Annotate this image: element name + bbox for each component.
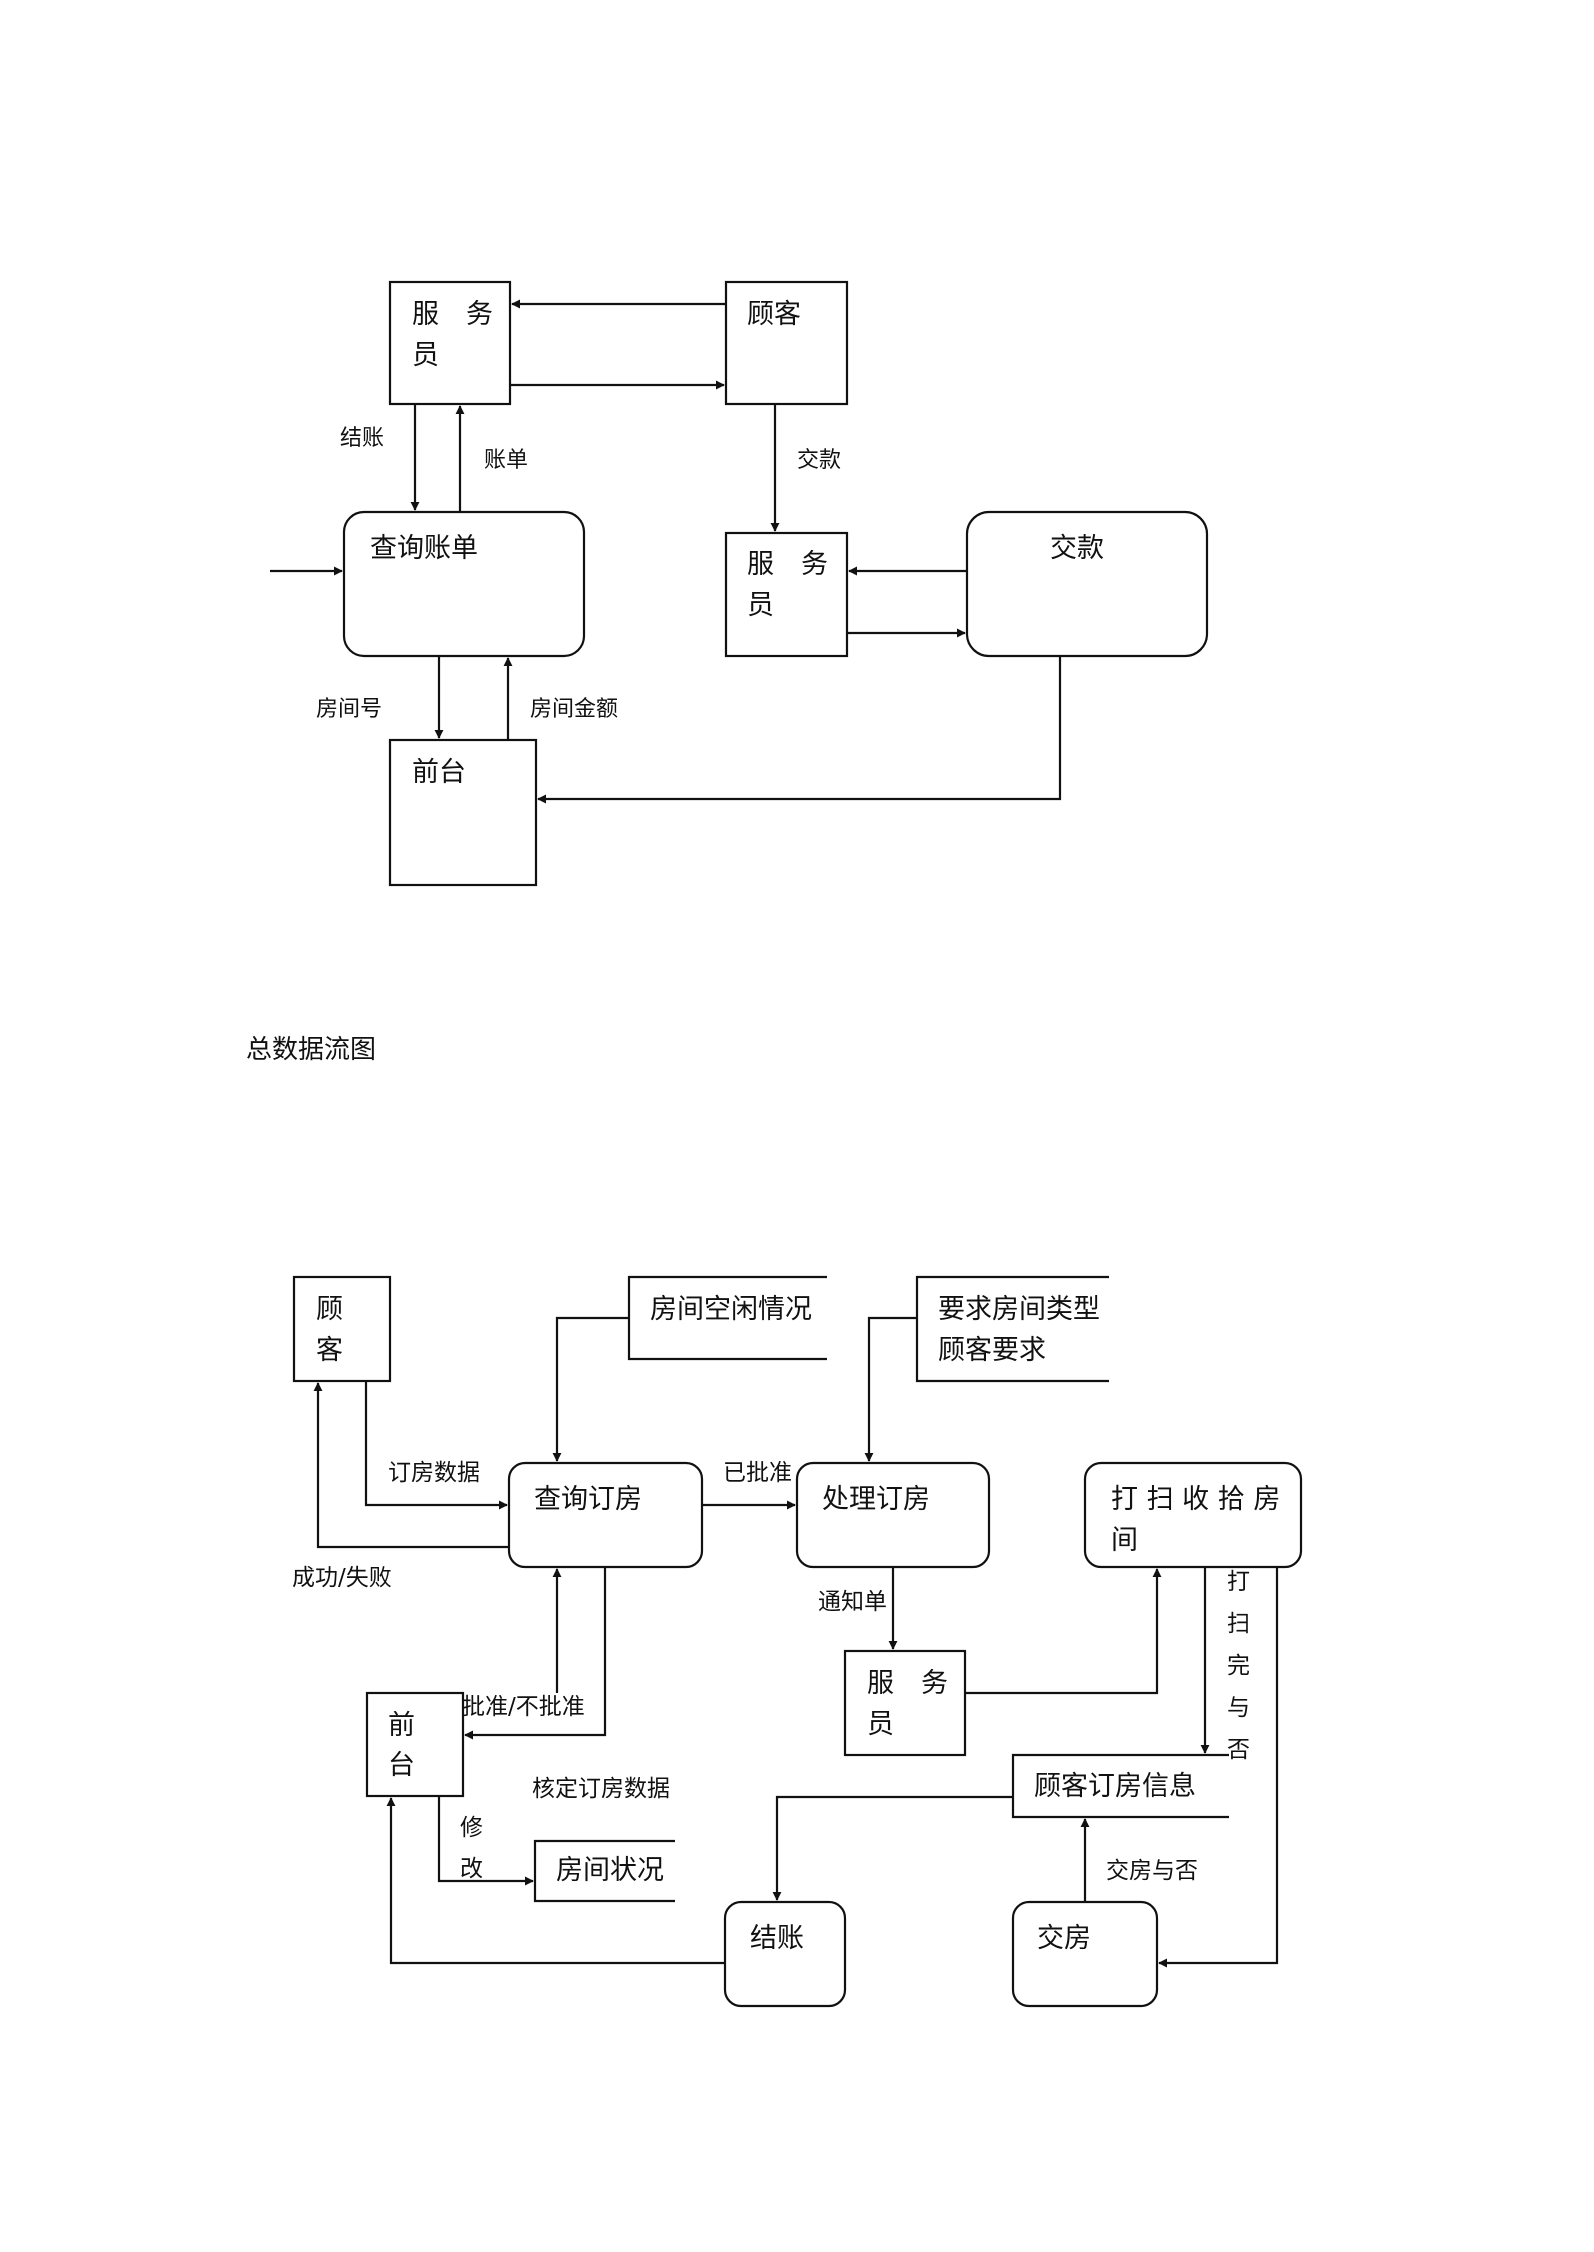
query-bill-process [342,510,586,658]
payment-process [965,510,1209,658]
store-requirements-line2: 顾客要求 [938,1335,1046,1366]
front-desk-entity [365,1691,465,1798]
arrow-payment-to-front-desk [537,656,1062,804]
flow-label-approve-reject: 批准/不批准 [462,1694,585,1720]
waiter2-label-line2: 员 [747,590,774,621]
flow-label-clean-done-1: 打 [1227,1569,1250,1595]
store-room-free-label: 房间空闲情况 [650,1294,812,1325]
diagram-caption: 总数据流图 [246,1035,376,1065]
flow-label-success-fail: 成功/失败 [292,1565,392,1591]
store-booking-info-label: 顾客订房信息 [1034,1771,1196,1802]
flow-label-clean-done-2: 扫 [1227,1611,1250,1637]
flow-label-room-amount: 房间金额 [530,697,618,722]
flow-label-modify-1: 修 [460,1815,483,1841]
clean-room-label-line2: 间 [1111,1525,1138,1556]
front-desk-label: 前台 [412,757,466,788]
customer-entity [292,1275,392,1383]
flow-label-clean-done-4: 与 [1227,1695,1250,1721]
arrow-query-booking-to-customer [313,1382,509,1549]
arrow-front-desk-to-room-status [437,1796,534,1886]
arrow-checkout-to-front-desk [386,1797,725,1965]
billing-diagram: 服 务 员 顾客 查询账单 前台 服 务 员 交款 结账 账单 交款 房间号 房… [270,280,1209,887]
arrow-booking-info-to-checkout [772,1795,1013,1901]
flow-label-handover-yn: 交房与否 [1106,1858,1198,1884]
flow-label-modify-2: 改 [460,1856,483,1882]
process-booking-process [795,1461,991,1569]
flow-label-notice: 通知单 [818,1589,887,1615]
overall-diagram: 顾 客 前 台 服 务 员 查询订房 处理订房 打 扫 收 拾 房 间 结账 交… [292,1275,1303,2008]
waiter-entity [843,1649,967,1757]
waiter-label-line1: 服 务 [412,299,493,330]
front-desk-label-line2: 台 [388,1750,415,1781]
arrow-customer-to-query-booking [364,1381,508,1510]
flow-label-clean-done-3: 完 [1227,1653,1250,1679]
store-booking-info [1011,1753,1229,1819]
arrow-clean-room-to-hand-over [1158,1567,1279,1968]
flow-label-pay: 交款 [797,448,841,473]
hand-over-process [1011,1900,1159,2008]
waiter-label-line2-bottom: 员 [867,1709,894,1740]
payment-process-label: 交款 [1050,533,1104,564]
customer-label-line1: 顾 [316,1294,343,1325]
front-desk-entity-top [388,738,538,887]
flow-label-booking-data: 订房数据 [388,1460,480,1486]
store-requirements-line1: 要求房间类型 [938,1294,1100,1325]
flow-label-clean-done-5: 否 [1227,1737,1250,1763]
customer-label-line2: 客 [316,1335,343,1366]
arrow-requirements-to-process-booking [864,1316,917,1462]
clean-room-process [1083,1461,1303,1569]
query-booking-process [507,1461,704,1569]
waiter-label-line2: 员 [412,340,439,371]
flow-label-approved: 已批准 [723,1460,792,1486]
customer-entity-top [724,280,849,406]
arrow-waiter-to-clean-room [965,1568,1162,1695]
store-room-status-label: 房间状况 [556,1855,664,1886]
query-booking-label: 查询订房 [534,1484,642,1515]
store-room-requirements [915,1275,1109,1383]
flow-label-checkout: 结账 [340,426,384,451]
checkout-process [723,1900,847,2008]
waiter-entity-top-left [388,280,512,406]
waiter-entity-top-right [724,531,849,658]
flow-label-verify-data: 核定订房数据 [532,1776,670,1802]
query-bill-label: 查询账单 [370,533,478,564]
clean-room-label-line1: 打 扫 收 拾 房 [1111,1484,1280,1515]
flow-label-room-no: 房间号 [316,697,382,722]
customer-label: 顾客 [747,299,801,330]
flow-label-bill: 账单 [484,448,528,473]
checkout-label: 结账 [750,1923,804,1954]
front-desk-label-line1: 前 [388,1710,415,1741]
store-room-status [533,1839,675,1903]
arrow-query-booking-to-front-desk [464,1567,607,1740]
waiter2-label-line1: 服 务 [747,549,828,580]
process-booking-label: 处理订房 [822,1484,930,1515]
waiter-label-line1-bottom: 服 务 [867,1668,948,1699]
hand-over-label: 交房 [1037,1923,1091,1954]
arrow-room-free-to-query-booking [552,1316,629,1462]
